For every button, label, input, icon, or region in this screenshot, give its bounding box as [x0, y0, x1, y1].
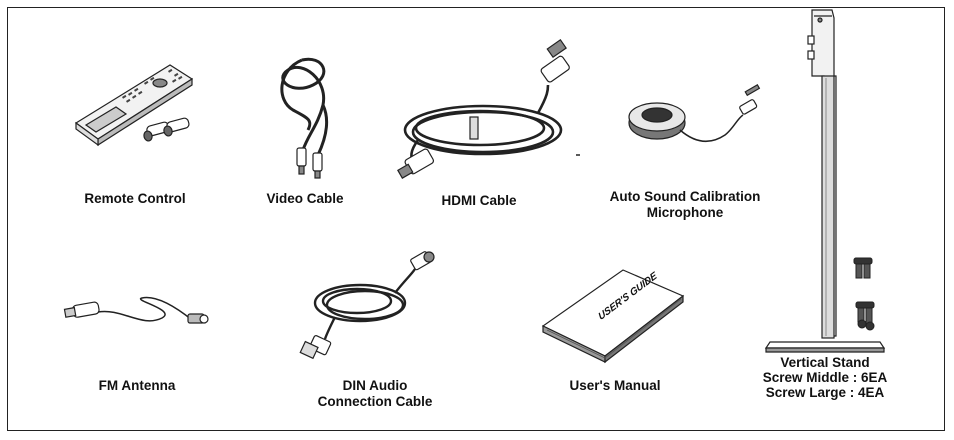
users-manual-illustration: USER'S GUIDE: [535, 268, 690, 364]
fm-antenna-label: FM Antenna: [98, 378, 176, 393]
hdmi-cable-label: HDMI Cable: [441, 193, 517, 208]
din-cable-label-line2: Connection Cable: [317, 394, 433, 409]
vertical-stand-label-line2: Screw Middle : 6EA: [762, 370, 888, 385]
microphone-label: Auto Sound Calibration Microphone: [580, 189, 790, 221]
video-cable-illustration: [268, 50, 348, 180]
din-cable-label-line1: DIN Audio: [342, 378, 408, 393]
hdmi-cable-illustration: [397, 39, 588, 185]
remote-control-illustration: [68, 45, 203, 165]
din-cable-illustration: [299, 251, 440, 365]
vertical-stand-illustration: [760, 6, 900, 356]
microphone-label-line2: Microphone: [646, 205, 724, 220]
remote-control-label: Remote Control: [84, 191, 186, 206]
fm-antenna-illustration: [62, 278, 212, 348]
video-cable-label: Video Cable: [266, 191, 344, 206]
din-cable-label: DIN Audio Connection Cable: [300, 378, 450, 410]
microphone-illustration: [625, 84, 775, 175]
vertical-stand-label-line3: Screw Large : 4EA: [765, 385, 885, 400]
accessories-frame: [7, 7, 945, 431]
vertical-stand-label-line1: Vertical Stand: [780, 355, 870, 370]
users-manual-label: User's Manual: [569, 378, 661, 393]
vertical-stand-label: Vertical Stand Screw Middle : 6EA Screw …: [745, 355, 905, 400]
microphone-label-line1: Auto Sound Calibration: [609, 189, 761, 204]
